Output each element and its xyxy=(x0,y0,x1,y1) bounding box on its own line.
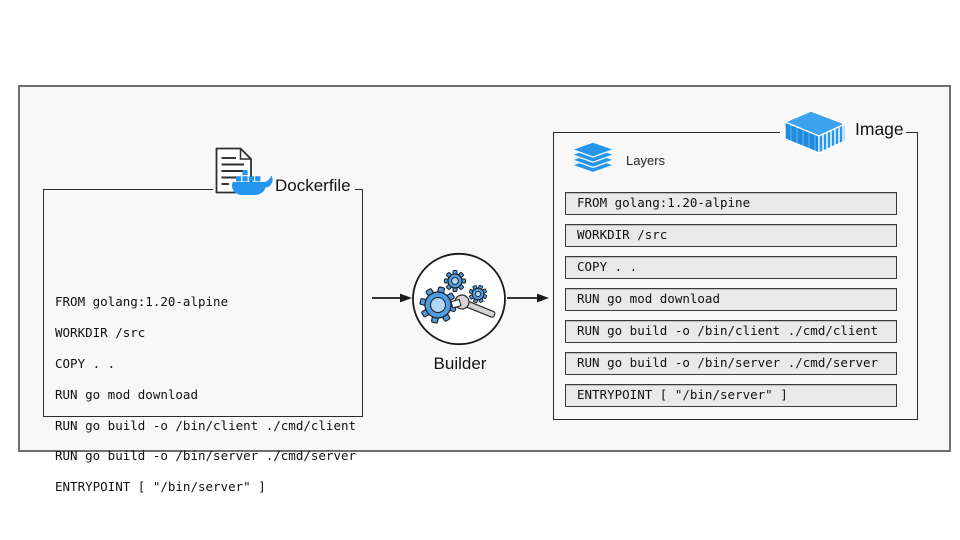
dockerfile-line: RUN go build -o /bin/client ./cmd/client xyxy=(55,417,357,433)
document-icon xyxy=(215,147,252,194)
layers-icon xyxy=(570,142,616,174)
arrow-right-icon xyxy=(372,293,412,303)
arrow-right-icon xyxy=(507,293,549,303)
docker-whale-icon xyxy=(232,170,273,195)
dockerfile-line: ENTRYPOINT [ "/bin/server" ] xyxy=(55,479,266,495)
image-layer-row: COPY . . xyxy=(565,256,897,279)
dockerfile-line: FROM golang:1.20-alpine xyxy=(55,294,229,310)
image-layer-row: FROM golang:1.20-alpine xyxy=(565,192,897,215)
image-label: Image xyxy=(780,106,906,153)
gear-small-top xyxy=(444,270,466,292)
gear-small-right xyxy=(468,284,488,304)
layers-title: Layers xyxy=(626,153,666,168)
dockerfile-line: WORKDIR /src xyxy=(55,325,146,341)
image-layer-row: ENTRYPOINT [ "/bin/server" ] xyxy=(565,384,897,407)
builder-label: Builder xyxy=(433,354,487,373)
image-layer-row: RUN go build -o /bin/server ./cmd/server xyxy=(565,352,897,375)
dockerfile-title: Dockerfile xyxy=(275,176,351,195)
builder-gears-icon xyxy=(412,252,506,346)
image-title: Image xyxy=(855,119,904,139)
wrench-icon xyxy=(450,294,496,318)
dockerfile-line: RUN go mod download xyxy=(55,386,198,402)
image-layer-row: RUN go build -o /bin/client ./cmd/client xyxy=(565,320,897,343)
image-layer-row: WORKDIR /src xyxy=(565,224,897,247)
container-icon xyxy=(784,110,846,153)
dockerfile-line: RUN go build -o /bin/server ./cmd/server xyxy=(55,448,357,464)
image-layer-row: RUN go mod download xyxy=(565,288,897,311)
dockerfile-line: COPY . . xyxy=(55,355,116,371)
dockerfile-label: Dockerfile xyxy=(213,145,355,196)
